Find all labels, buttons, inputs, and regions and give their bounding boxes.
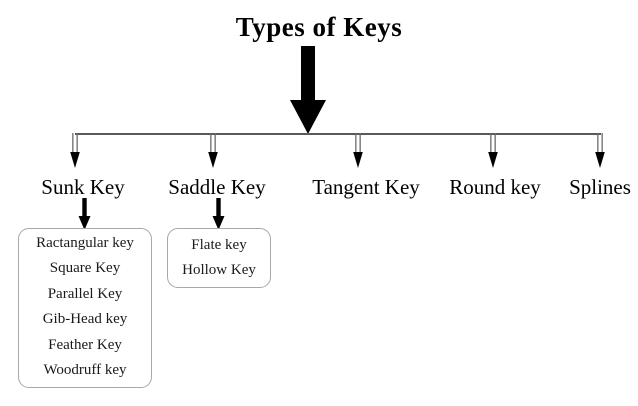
list-item: Square Key	[49, 260, 121, 277]
horizontal-connector-line	[75, 133, 601, 135]
branch-arrow-splines-icon	[593, 133, 607, 168]
branch-arrow-saddle-key-icon	[206, 133, 220, 168]
sub-arrow-sunk-key-icon	[78, 198, 91, 230]
diagram-title: Types of Keys	[235, 12, 403, 42]
list-item: Gib-Head key	[42, 311, 128, 328]
list-item: Parallel Key	[47, 285, 123, 302]
category-label-splines: Splines	[569, 175, 631, 199]
category-label-saddle-key: Saddle Key	[168, 175, 266, 199]
category-label-sunk-key: Sunk Key	[41, 175, 125, 199]
list-item: Ractangular key	[36, 235, 134, 251]
sunk-key-subitems-box: Ractangular key Square Key Parallel Key …	[18, 228, 152, 388]
list-item: Hollow Key	[182, 262, 256, 278]
branch-arrow-round-key-icon	[486, 133, 500, 168]
list-item: Feather Key	[48, 336, 122, 353]
branch-arrow-tangent-key-icon	[351, 133, 365, 168]
list-item: Flate key	[191, 237, 247, 253]
category-label-round-key: Round key	[449, 175, 541, 199]
main-down-arrow-icon	[289, 46, 327, 134]
saddle-key-subitems-box: Flate key Hollow Key	[167, 228, 271, 288]
branch-arrow-sunk-key-icon	[68, 133, 82, 168]
category-label-tangent-key: Tangent Key	[312, 175, 420, 199]
list-item: Woodruff key	[43, 361, 127, 378]
sub-arrow-saddle-key-icon	[212, 198, 225, 230]
